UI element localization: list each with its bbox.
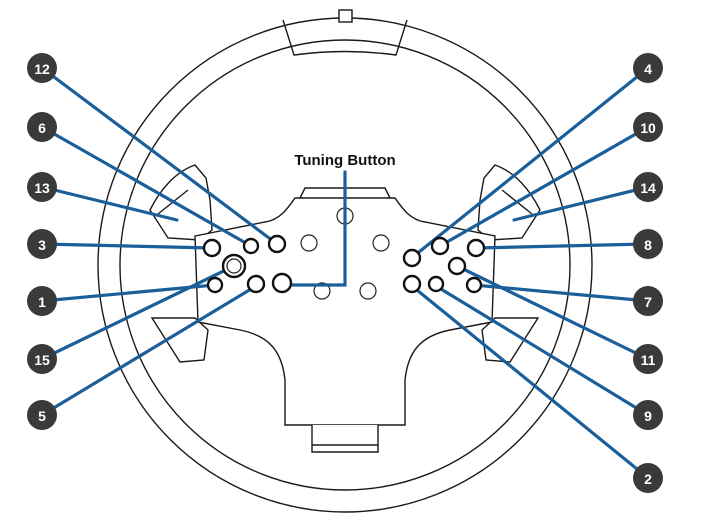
badge-circle — [27, 53, 57, 83]
badge-number: 12 — [34, 61, 50, 77]
badge-circle — [633, 172, 663, 202]
tuning-button-leader — [281, 170, 347, 287]
badge-number: 15 — [34, 352, 50, 368]
button-3[interactable] — [202, 238, 222, 258]
callout-badge-8: 8 — [633, 229, 663, 259]
badge-number: 4 — [644, 61, 652, 77]
wheel-rim — [97, 9, 593, 513]
badge-number: 9 — [644, 408, 652, 424]
button-11[interactable] — [447, 256, 467, 276]
callout-badge-15: 15 — [27, 344, 57, 374]
button-4[interactable] — [402, 248, 422, 268]
leader-line-12 — [40, 66, 279, 246]
leader-line-5 — [40, 284, 258, 417]
leader-line-14 — [512, 185, 650, 222]
badge-circle — [633, 400, 663, 430]
button-9[interactable] — [427, 275, 445, 293]
badge-circle — [27, 229, 57, 259]
right-button-cluster — [402, 236, 486, 294]
callout-badge-6: 6 — [27, 112, 57, 142]
leader-line-6 — [40, 125, 253, 248]
callout-badge-11: 11 — [633, 344, 663, 374]
leader-line-9 — [434, 284, 650, 417]
button-8[interactable] — [466, 238, 486, 258]
rotary-inner-ring — [226, 258, 242, 274]
badge-circle — [27, 400, 57, 430]
callout-badge-12: 12 — [27, 53, 57, 83]
leader-line-2 — [410, 284, 650, 480]
callout-badge-5: 5 — [27, 400, 57, 430]
button-10[interactable] — [430, 236, 450, 256]
callout-badge-10: 10 — [633, 112, 663, 142]
badge-number: 8 — [644, 237, 652, 253]
callout-badges: 12 6 13 3 1 15 5 4 10 14 8 7 11 9 2 — [27, 53, 663, 493]
button-6[interactable] — [242, 237, 260, 255]
badge-circle — [27, 286, 57, 316]
callout-badge-1: 1 — [27, 286, 57, 316]
left-button-cluster — [202, 234, 293, 294]
badge-number: 14 — [640, 180, 656, 196]
tuning-button-label: Tuning Button — [294, 152, 395, 169]
button-1[interactable] — [206, 276, 224, 294]
button-12[interactable] — [267, 234, 287, 254]
badge-number: 10 — [640, 120, 656, 136]
leader-line-4 — [412, 66, 650, 258]
callout-badge-13: 13 — [27, 172, 57, 202]
callout-badge-9: 9 — [633, 400, 663, 430]
badge-number: 1 — [38, 294, 46, 310]
badge-circle — [633, 229, 663, 259]
callout-badge-2: 2 — [633, 463, 663, 493]
badge-circle — [633, 463, 663, 493]
leader-line-11 — [455, 264, 650, 361]
leader-line-3 — [40, 242, 214, 250]
badge-number: 5 — [38, 408, 46, 424]
badge-circle — [633, 344, 663, 374]
button-5[interactable] — [246, 274, 266, 294]
callout-badge-4: 4 — [633, 53, 663, 83]
callout-badge-3: 3 — [27, 229, 57, 259]
leader-line-10 — [438, 125, 650, 248]
badge-circle — [27, 112, 57, 142]
button-2[interactable] — [402, 274, 422, 294]
leader-line-13 — [40, 185, 179, 222]
badge-number: 2 — [644, 471, 652, 487]
callout-badge-14: 14 — [633, 172, 663, 202]
leader-line-15 — [40, 264, 236, 361]
badge-circle — [633, 53, 663, 83]
badge-circle — [27, 172, 57, 202]
badge-number: 11 — [641, 352, 656, 368]
leader-lines — [40, 66, 650, 480]
badge-circle — [633, 112, 663, 142]
leader-line-8 — [474, 242, 650, 250]
badge-number: 13 — [34, 180, 50, 196]
tuning-button[interactable] — [271, 272, 293, 294]
callout-badge-7: 7 — [633, 286, 663, 316]
badge-number: 3 — [38, 237, 46, 253]
badge-number: 6 — [38, 120, 46, 136]
button-7[interactable] — [465, 276, 483, 294]
badge-circle — [633, 286, 663, 316]
badge-number: 7 — [644, 294, 652, 310]
badge-circle — [27, 344, 57, 374]
